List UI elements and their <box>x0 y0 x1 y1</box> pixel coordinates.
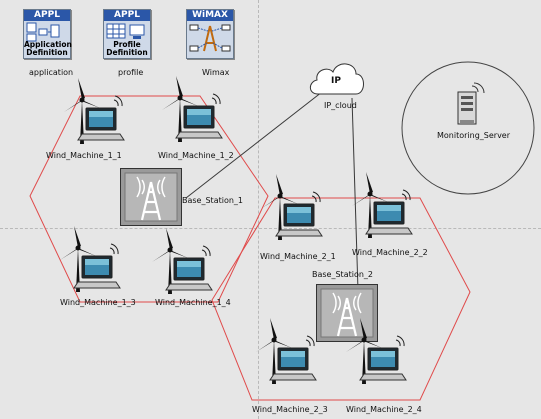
wireless-icon <box>211 93 221 105</box>
wind-turbine-icon <box>262 174 298 240</box>
tile-header: APPL <box>24 10 70 21</box>
wireless-icon <box>401 189 411 201</box>
wind-machine-node[interactable] <box>162 76 228 148</box>
laptop-icon <box>165 257 213 291</box>
wireless-icon <box>113 95 123 107</box>
wireless-icon <box>395 335 405 347</box>
machine-1-3-label: Wind_Machine_1_3 <box>60 298 136 307</box>
tile-header: APPL <box>104 10 150 21</box>
laptop-icon <box>275 203 323 237</box>
ip-cloud-title: IP <box>331 76 341 86</box>
wimax-config-icon <box>189 24 231 52</box>
wind-turbine-icon <box>346 318 382 384</box>
link-bs1-cloud <box>185 91 323 199</box>
grid-line <box>0 228 541 229</box>
tile-header: WiMAX <box>187 10 233 21</box>
wind-machine-node[interactable] <box>256 318 322 390</box>
wind-turbine-icon <box>352 172 388 238</box>
wimax-config-node[interactable]: WiMAX <box>186 9 234 59</box>
wimax-label: Wimax <box>202 68 230 77</box>
wireless-icon <box>305 335 315 347</box>
ip-cloud-label: IP_cloud <box>324 101 357 110</box>
machine-1-4-label: Wind_Machine_1_4 <box>155 298 231 307</box>
laptop-icon <box>175 105 223 139</box>
wireless-icon <box>201 245 211 257</box>
machine-1-1-label: Wind_Machine_1_1 <box>46 151 122 160</box>
wind-machine-node[interactable] <box>352 172 418 244</box>
application-definition-icon <box>26 22 60 42</box>
wind-machine-node[interactable] <box>152 228 218 300</box>
laptop-icon <box>77 107 125 141</box>
link-bs2-cloud <box>351 97 359 291</box>
laptop-icon <box>359 347 407 381</box>
wind-turbine-icon <box>64 78 100 144</box>
machine-2-2-label: Wind_Machine_2_2 <box>352 248 428 257</box>
application-label: application <box>29 68 74 77</box>
cell-1-coverage <box>29 95 269 303</box>
base-station-1-label: Base_Station_1 <box>182 196 244 205</box>
server-label: Monitoring_Server <box>437 131 511 140</box>
profile-definition-icon <box>106 23 145 39</box>
machine-2-4-label: Wind_Machine_2_4 <box>346 405 422 414</box>
wind-machine-node[interactable] <box>346 318 412 390</box>
machine-2-3-label: Wind_Machine_2_3 <box>252 405 328 414</box>
wireless-icon <box>109 243 119 255</box>
wireless-icon <box>311 191 321 203</box>
base-station-1-icon[interactable] <box>120 168 182 226</box>
wind-turbine-icon <box>152 228 188 294</box>
grid-line <box>258 0 259 419</box>
cell-2-coverage <box>211 197 471 401</box>
base-station-2-icon[interactable] <box>316 284 378 342</box>
laptop-icon <box>269 347 317 381</box>
wind-turbine-icon <box>60 226 96 292</box>
wind-turbine-icon <box>162 76 198 142</box>
wind-machine-node[interactable] <box>64 78 130 150</box>
wind-turbine-icon <box>256 318 292 384</box>
laptop-icon <box>365 201 413 235</box>
laptop-icon <box>73 255 121 289</box>
profile-label: profile <box>118 68 144 77</box>
wind-machine-node[interactable] <box>60 226 126 298</box>
ip-cloud-icon[interactable] <box>306 58 368 100</box>
server-icon[interactable] <box>452 82 486 128</box>
machine-1-2-label: Wind_Machine_1_2 <box>158 151 234 160</box>
machine-2-1-label: Wind_Machine_2_1 <box>260 252 336 261</box>
server-zone <box>401 61 535 195</box>
wind-machine-node[interactable] <box>262 174 328 246</box>
base-station-2-label: Base_Station_2 <box>312 270 374 279</box>
